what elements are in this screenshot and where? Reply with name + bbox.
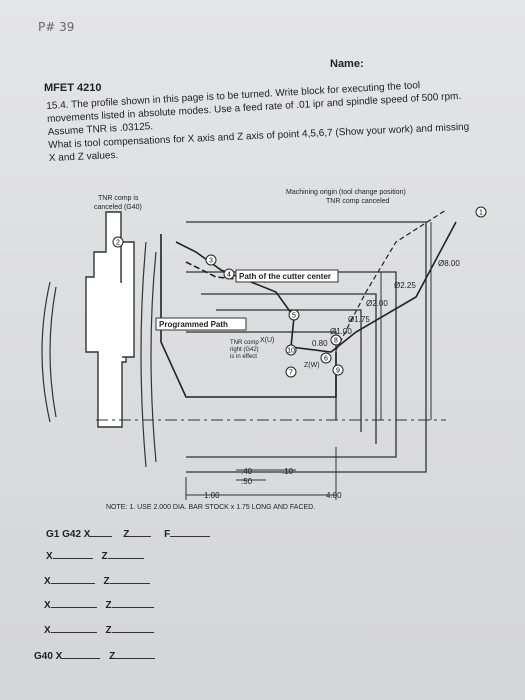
machining-origin-label-1: Machining origin (tool change position) [286,189,406,196]
answer-blank-z4[interactable] [111,598,154,608]
dim-8-00: Ø8.00 [438,259,460,268]
dim-0-40: .40 [241,467,253,476]
answer-row-2: X Z [46,549,144,562]
answer-blank-f1[interactable] [170,527,211,537]
chuck-jaws [85,211,135,428]
point-markers: 1 2 3 4 5 6 7 8 9 10 [112,206,487,378]
point-marker-7: 7 [285,366,297,378]
answer-row-4-x: X [44,600,51,611]
point-label-2: 2 [116,240,120,247]
answer-row-3-z: Z [103,576,110,587]
machining-origin-label-2: TNR comp canceled [326,198,390,205]
tnr-right-label-3: is in effect [230,354,257,360]
answer-row-3: X Z [44,574,150,587]
cutter-path-label: Path of the cutter center [239,272,331,281]
answer-row-5-x: X [44,625,51,636]
point-marker-1: 1 [475,206,487,218]
point-marker-6: 6 [320,352,332,364]
point-label-10: 10 [287,348,295,355]
point-label-6: 6 [324,356,328,363]
point-label-9: 9 [336,368,340,375]
dim-1-00-length: 1.00 [204,491,220,500]
dimension-lines [185,222,432,500]
answer-row-2-z: Z [101,551,108,562]
tnr-right-label-1: TNR comp [230,340,259,346]
programmed-path-label: Programmed Path [159,320,228,329]
answer-blank-x3[interactable] [50,574,95,584]
answer-row-2-x: X [46,551,53,562]
answer-blank-x4[interactable] [50,598,97,608]
point-marker-9: 9 [332,364,344,376]
dim-2-25: Ø2.25 [394,281,416,290]
answer-blank-x2[interactable] [52,549,93,559]
page-number: P# 39 [38,20,75,34]
answer-row-4: X Z [44,598,154,611]
point-marker-2: 2 [112,236,124,248]
answer-row-6: G40 X Z [34,649,156,662]
point-marker-3: 3 [205,254,217,266]
point-label-5: 5 [292,313,296,320]
answer-row-6-z: Z [109,651,116,662]
answer-blank-z1[interactable] [129,527,152,537]
answer-row-6-code: G40 X [34,651,63,662]
point-marker-4: 4 [223,268,235,280]
point-marker-8: 8 [330,334,342,346]
answer-row-5-z: Z [105,625,112,636]
dim-0-10: .10 [282,467,294,476]
answer-blank-z6[interactable] [115,649,156,659]
answer-row-1: G1 G42 X Z F [46,527,211,540]
point-label-8: 8 [334,338,338,345]
stock-outline [41,241,157,468]
name-label: Name: [330,58,364,70]
answer-row-1-z: Z [123,529,130,540]
answer-blank-z2[interactable] [107,549,144,559]
answer-blank-x6[interactable] [62,649,101,659]
answer-blank-x1[interactable] [90,527,113,537]
dim-0-50: .50 [241,477,253,486]
tnr-canceled-label-2: canceled (G40) [94,204,142,211]
answer-blank-z5[interactable] [111,623,154,633]
profile-boxes [186,221,427,473]
dim-2-00: Ø2.00 [366,299,388,308]
dim-4-00-length: 4.00 [326,491,342,500]
tnr-canceled-label-1: TNR comp is [98,195,139,202]
dim-0-80: 0.80 [312,339,328,348]
point-marker-5: 5 [288,309,300,321]
diagram-note: NOTE: 1. USE 2.000 DIA. BAR STOCK x 1.75… [106,504,315,511]
answer-row-5: X Z [44,623,154,636]
xu-label: X(U) [260,337,274,344]
answer-row-1-f: F [164,529,171,540]
answer-row-1-code: G1 G42 X [46,529,91,540]
dim-1-75: Ø1.75 [348,315,370,324]
course-code: MFET 4210 [44,82,102,94]
tnr-right-label-2: right (G42) [230,347,259,353]
point-label-4: 4 [227,272,231,279]
zw-label: Z(W) [304,362,320,369]
answer-blank-x5[interactable] [50,623,97,633]
toolpath-diagram: TNR comp is canceled (G40) Machining ori… [41,189,487,511]
point-label-3: 3 [209,258,213,265]
answer-row-4-z: Z [105,600,112,611]
answer-row-3-x: X [44,576,51,587]
point-label-1: 1 [479,210,483,217]
answer-blank-z3[interactable] [109,574,150,584]
point-marker-10: 10 [285,344,297,356]
dim-1-00: Ø1.00 [330,327,352,336]
point-label-7: 7 [289,370,293,377]
